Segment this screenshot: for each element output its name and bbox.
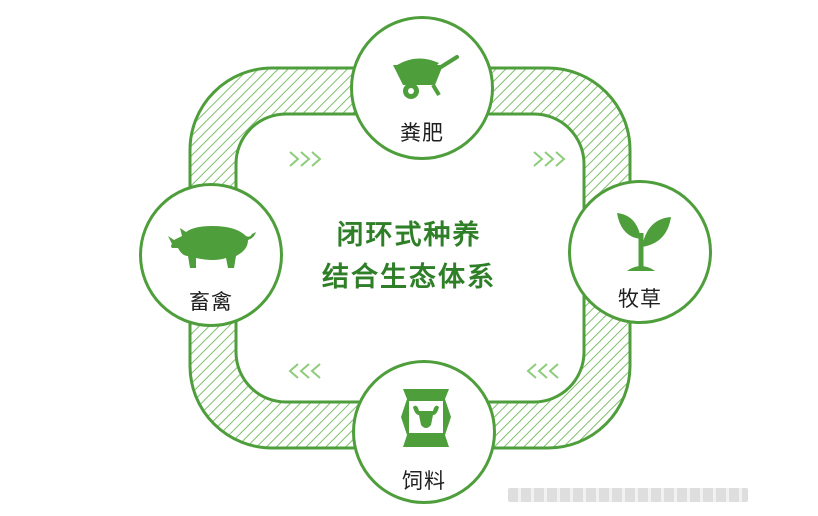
arrow-right-top-left — [289, 151, 322, 167]
feed-bag-icon — [401, 389, 451, 447]
node-feed-label: 饲料 — [402, 469, 446, 493]
node-livestock: 畜禽 — [139, 183, 283, 327]
arrow-left-bottom-right — [526, 363, 559, 379]
arrow-right-top-right — [533, 151, 566, 167]
arrow-left-bottom-left — [288, 363, 321, 379]
node-manure-label: 粪肥 — [400, 121, 444, 145]
center-title-line2: 结合生态体系 — [322, 262, 496, 293]
center-title: 闭环式种养 结合生态体系 — [270, 215, 548, 299]
center-title-line1: 闭环式种养 — [336, 220, 482, 251]
node-grass: 牧草 — [568, 180, 712, 324]
node-feed: 饲料 — [352, 360, 496, 504]
watermark — [508, 488, 748, 502]
node-livestock-label: 畜禽 — [189, 290, 233, 314]
node-manure: 粪肥 — [350, 16, 494, 160]
node-grass-label: 牧草 — [618, 287, 662, 311]
wheelbarrow-icon — [393, 55, 459, 99]
sprout-icon — [617, 213, 671, 271]
pig-icon — [168, 226, 256, 268]
